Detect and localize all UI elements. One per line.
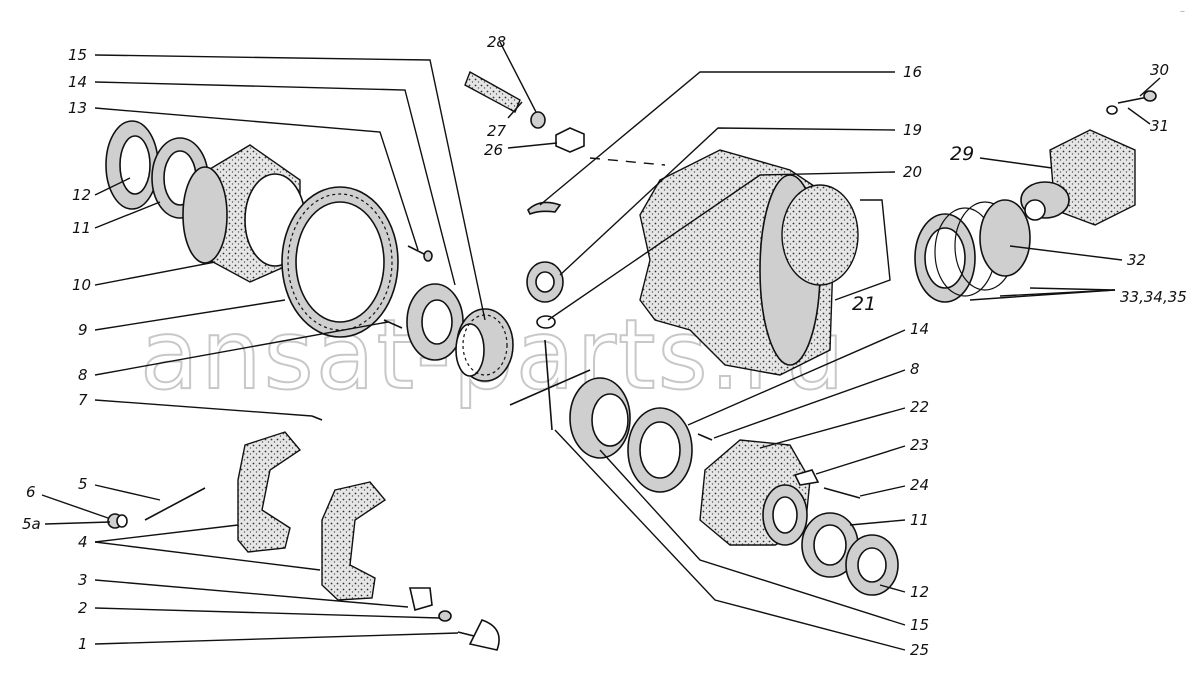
- label-12-right: 12: [910, 583, 929, 601]
- label-11-right: 11: [910, 511, 929, 529]
- label-19: 19: [903, 121, 922, 139]
- assembly-arrow: [589, 157, 666, 166]
- label-5a: 5a: [22, 515, 41, 533]
- callout-labels: 15 14 13 12 11 10 9 8 7 6 5 5a 4 3 2 1 2…: [22, 33, 1187, 659]
- label-14: 14: [68, 73, 87, 91]
- differential-spider: [509, 339, 591, 431]
- label-8: 8: [78, 366, 88, 384]
- label-10: 10: [72, 276, 91, 294]
- label-33-34-35: 33,34,35: [1120, 288, 1187, 306]
- label-31: 31: [1150, 117, 1169, 135]
- label-6: 6: [26, 483, 36, 501]
- label-29: 29: [950, 143, 974, 165]
- pin-7: [311, 415, 323, 421]
- label-15-right: 15: [910, 616, 929, 634]
- pin-8-right: [697, 433, 713, 441]
- side-gear-15: [455, 308, 514, 382]
- nut-6: [107, 513, 128, 529]
- pinion-hub-29: [1020, 129, 1136, 226]
- bearing-outer-race-12-right: [845, 534, 899, 596]
- bolt-13: [407, 245, 433, 262]
- lock-washer-2: [438, 610, 452, 622]
- label-3: 3: [78, 571, 88, 589]
- shim-pack-32: [914, 199, 1031, 303]
- label-24: 24: [910, 476, 929, 494]
- label-14-right: 14: [910, 320, 929, 338]
- bolt-1: [457, 619, 500, 651]
- thrust-washer-14: [406, 283, 464, 361]
- bolt-24: [823, 487, 861, 499]
- washer-30: [1106, 105, 1118, 115]
- ring-gear-9: [281, 186, 399, 338]
- label-20: 20: [903, 163, 922, 181]
- label-11: 11: [72, 219, 91, 237]
- label-15: 15: [68, 46, 87, 64]
- side-gear-15-right: [569, 377, 631, 459]
- label-22: 22: [910, 398, 929, 416]
- label-5: 5: [78, 475, 88, 493]
- label-4: 4: [78, 533, 88, 551]
- differential-cup-10: [182, 144, 306, 283]
- bearing-outer-race-12: [105, 120, 159, 210]
- pinion-shaft-28: [464, 70, 521, 113]
- label-27: 27: [487, 122, 507, 140]
- label-7: 7: [78, 391, 88, 409]
- label-25: 25: [910, 641, 929, 659]
- label-30: 30: [1150, 61, 1169, 79]
- label-8-right: 8: [910, 360, 920, 378]
- label-1: 1: [78, 635, 88, 653]
- bearing-cap-4-lower: [321, 481, 387, 601]
- label-32: 32: [1127, 251, 1146, 269]
- label-13: 13: [68, 99, 87, 117]
- bearing-cap-4-upper: [237, 431, 302, 553]
- label-23: 23: [910, 436, 929, 454]
- lock-plate-23: [793, 469, 820, 486]
- plug-27: [530, 111, 546, 129]
- bolt-31: [1117, 90, 1157, 104]
- pin-8-left: [383, 319, 403, 329]
- corner-mark: –: [1180, 6, 1185, 17]
- differential-case-22: [699, 439, 811, 546]
- label-16: 16: [903, 63, 922, 81]
- label-28: 28: [487, 33, 506, 51]
- label-12: 12: [72, 186, 91, 204]
- label-2: 2: [78, 599, 88, 617]
- nut-26: [555, 127, 585, 153]
- label-26: 26: [484, 141, 503, 159]
- label-9: 9: [78, 321, 88, 339]
- clip-16: [527, 201, 562, 216]
- thrust-washer-right: [627, 407, 693, 493]
- stud-5: [144, 487, 206, 521]
- axle-housing-19: [639, 149, 859, 376]
- leader-lines: [41, 41, 1161, 651]
- spider-pinion-gear: [526, 261, 564, 303]
- label-21: 21: [852, 293, 876, 315]
- lock-plate-3: [408, 587, 433, 612]
- roller-bearing-11-right: [801, 512, 859, 578]
